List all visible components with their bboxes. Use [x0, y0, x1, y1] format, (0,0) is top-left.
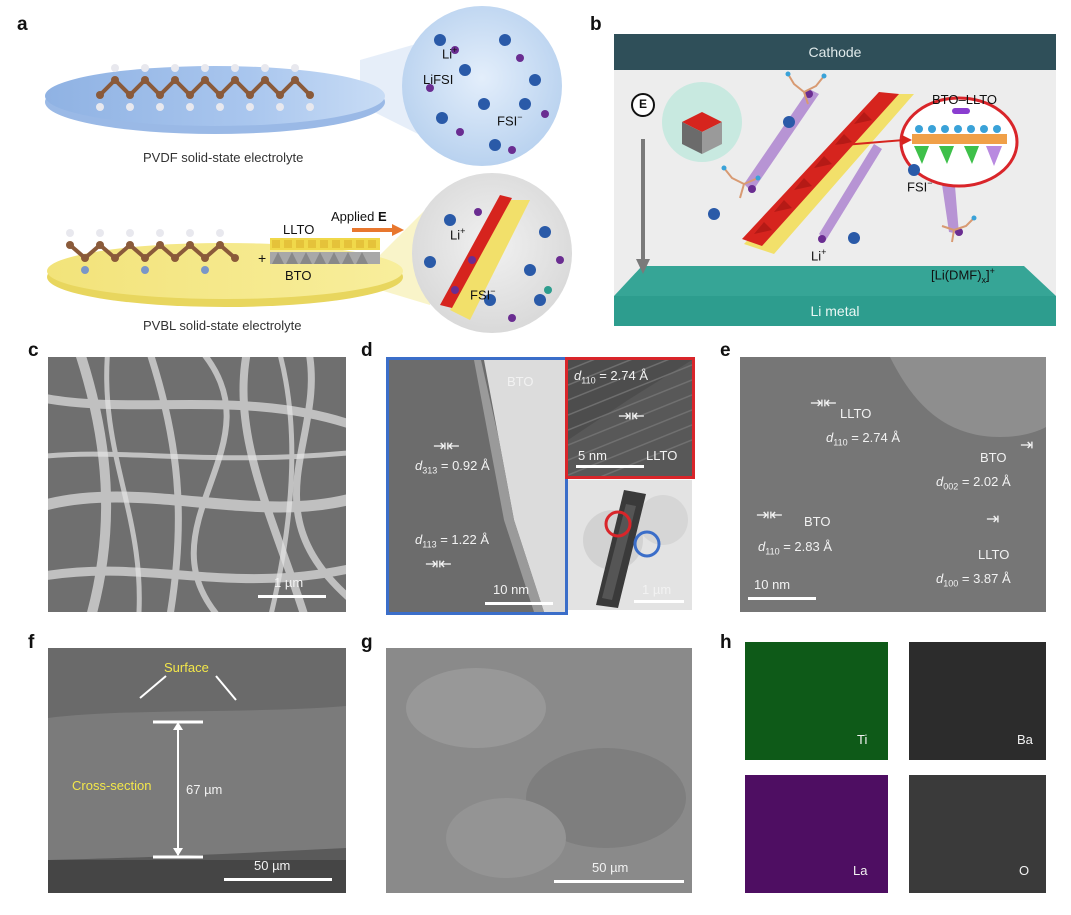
lattice-marker-e2: ⇥	[1020, 437, 1034, 454]
scale-bar-d-tem	[634, 600, 684, 603]
scale-bar-f	[224, 878, 332, 881]
d113-label: d113 = 1.22 Å	[415, 532, 489, 550]
sem-nanofibers-image: 1 µm	[48, 357, 346, 612]
scale-bar-d-main	[485, 602, 553, 605]
lattice-marker-d2: ⇥⇤	[425, 556, 452, 573]
hrtem-heterostructure-image: ⇥⇤ LLTO d110 = 2.74 Å ⇥ BTO d002 = 2.02 …	[740, 357, 1046, 612]
panel-b-illustration	[614, 34, 1056, 326]
llto-bottom-label: LLTO	[978, 547, 1010, 562]
pvbl-caption: PVBL solid-state electrolyte	[143, 318, 302, 333]
bto-right-label: BTO	[980, 450, 1007, 465]
cross-section-label: Cross-section	[72, 778, 152, 793]
bto-left-label: BTO	[804, 514, 831, 529]
eds-map-ba: Ba	[909, 642, 1046, 760]
panel-label-d: d	[361, 340, 373, 361]
plus-sign: +	[258, 250, 267, 266]
cathode-label: Cathode	[808, 44, 862, 60]
sem-surface-image: 50 µm	[386, 648, 692, 893]
scale-label-c: 1 µm	[274, 575, 304, 590]
d313-label: d313 = 0.92 Å	[415, 458, 490, 476]
sem-cross-section-image: Surface Cross-section 67 µm 50 µm	[48, 648, 346, 893]
llto-top-label: LLTO	[840, 406, 872, 421]
bto-llto-label: BTO–LLTO	[932, 92, 998, 107]
lattice-marker-d1: ⇥⇤	[433, 438, 460, 455]
scale-label-g: 50 µm	[592, 860, 629, 875]
scale-label-d-inset: 5 nm	[578, 448, 607, 463]
lattice-marker-e1: ⇥⇤	[810, 395, 837, 412]
ba-label: Ba	[1017, 732, 1033, 747]
o-label: O	[1019, 863, 1030, 878]
panel-label-g: g	[361, 632, 373, 653]
scale-bar-g	[554, 880, 684, 883]
hrtem-llto-inset: d110 = 2.74 Å ⇥⇤ 5 nm LLTO	[565, 357, 695, 479]
pvdf-disc	[45, 40, 430, 140]
e-field-symbol: E	[639, 97, 648, 111]
lattice-marker-inset: ⇥⇤	[618, 408, 645, 425]
eds-map-o: O	[909, 775, 1046, 893]
lattice-marker-e3: ⇥⇤	[756, 507, 783, 524]
fsi-label-b: FSI−	[907, 178, 933, 195]
scale-label-f: 50 µm	[254, 858, 291, 873]
bto-right-d-label: d002 = 2.02 Å	[936, 474, 1011, 492]
li-metal-bar	[614, 296, 1056, 326]
scale-bar-c	[258, 595, 326, 598]
bto-label-d: BTO	[507, 374, 534, 389]
li-dmf-complex-label: [Li(DMF)x]+	[931, 266, 995, 285]
panel-label-f: f	[28, 632, 35, 653]
eds-map-ti: Ti	[745, 642, 888, 760]
llto-top-d-label: d110 = 2.74 Å	[826, 430, 900, 448]
bto-llto-zoom-circle	[412, 173, 572, 333]
eds-map-la: La	[745, 775, 888, 893]
panel-a-illustration	[0, 0, 600, 340]
inset-d110-label: d110 = 2.74 Å	[574, 368, 648, 386]
bto-label-a: BTO	[285, 268, 312, 283]
panel-label-a: a	[17, 14, 28, 35]
cathode-bar	[614, 34, 1056, 70]
scale-bar-d-inset	[576, 465, 644, 468]
la-label: La	[853, 863, 868, 878]
ti-label: Ti	[857, 732, 868, 747]
lifsi-label: LiFSI	[423, 72, 454, 87]
panel-label-h: h	[720, 632, 732, 653]
scale-label-d-main: 10 nm	[493, 582, 530, 597]
panel-label-e: e	[720, 340, 731, 361]
llto-bottom-d-label: d100 = 3.87 Å	[936, 571, 1011, 589]
hrtem-bto-main: BTO ⇥⇤ d313 = 0.92 Å d113 = 1.22 Å ⇥⇤ 10…	[386, 357, 568, 615]
thickness-label: 67 µm	[186, 782, 223, 797]
scale-label-e: 10 nm	[754, 577, 791, 592]
li-ion-label-a2: Li+	[450, 226, 466, 243]
llto-label-d: LLTO	[646, 448, 678, 463]
li-metal-label: Li metal	[810, 303, 860, 319]
li-ion-label-b: Li+	[811, 247, 827, 264]
llto-label-a: LLTO	[283, 222, 315, 237]
scale-label-d-tem: 1 µm	[642, 582, 672, 597]
panel-label-b: b	[590, 14, 602, 35]
panel-label-c: c	[28, 340, 39, 361]
scale-bar-e	[748, 597, 816, 600]
bto-left-d-label: d110 = 2.83 Å	[758, 539, 832, 557]
li-ion-label-a1: Li+	[442, 45, 458, 62]
fsi-label-a1: FSI−	[497, 112, 523, 129]
tem-fiber-inset: 1 µm	[568, 480, 692, 610]
applied-field-label: Applied E	[331, 209, 387, 224]
lifsi-zoom-circle	[402, 6, 562, 166]
lattice-marker-e4: ⇥	[986, 511, 1000, 528]
pvdf-caption: PVDF solid-state electrolyte	[143, 150, 304, 165]
surface-label: Surface	[164, 660, 209, 675]
fsi-label-a2: FSI−	[470, 286, 496, 303]
